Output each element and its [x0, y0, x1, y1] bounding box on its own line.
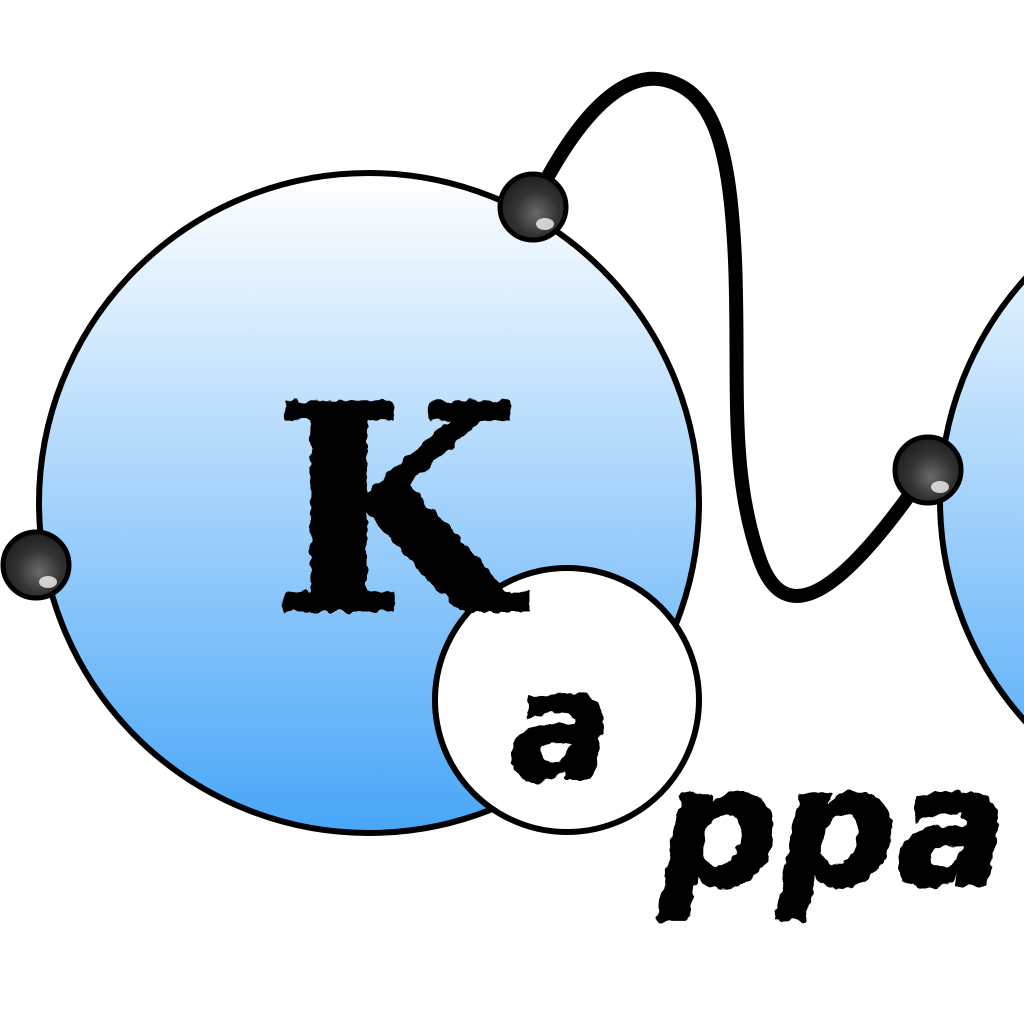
suffix-ppa: ppa	[658, 732, 1008, 924]
letter-k: K	[272, 343, 530, 678]
connector-node-right	[892, 434, 964, 506]
connector-node-left	[0, 529, 72, 601]
connector-node-top	[497, 171, 569, 243]
partial-blue-sphere	[937, 275, 1024, 725]
letter-a: a	[510, 640, 611, 814]
wire	[526, 71, 927, 603]
small-white-circle	[432, 565, 702, 835]
